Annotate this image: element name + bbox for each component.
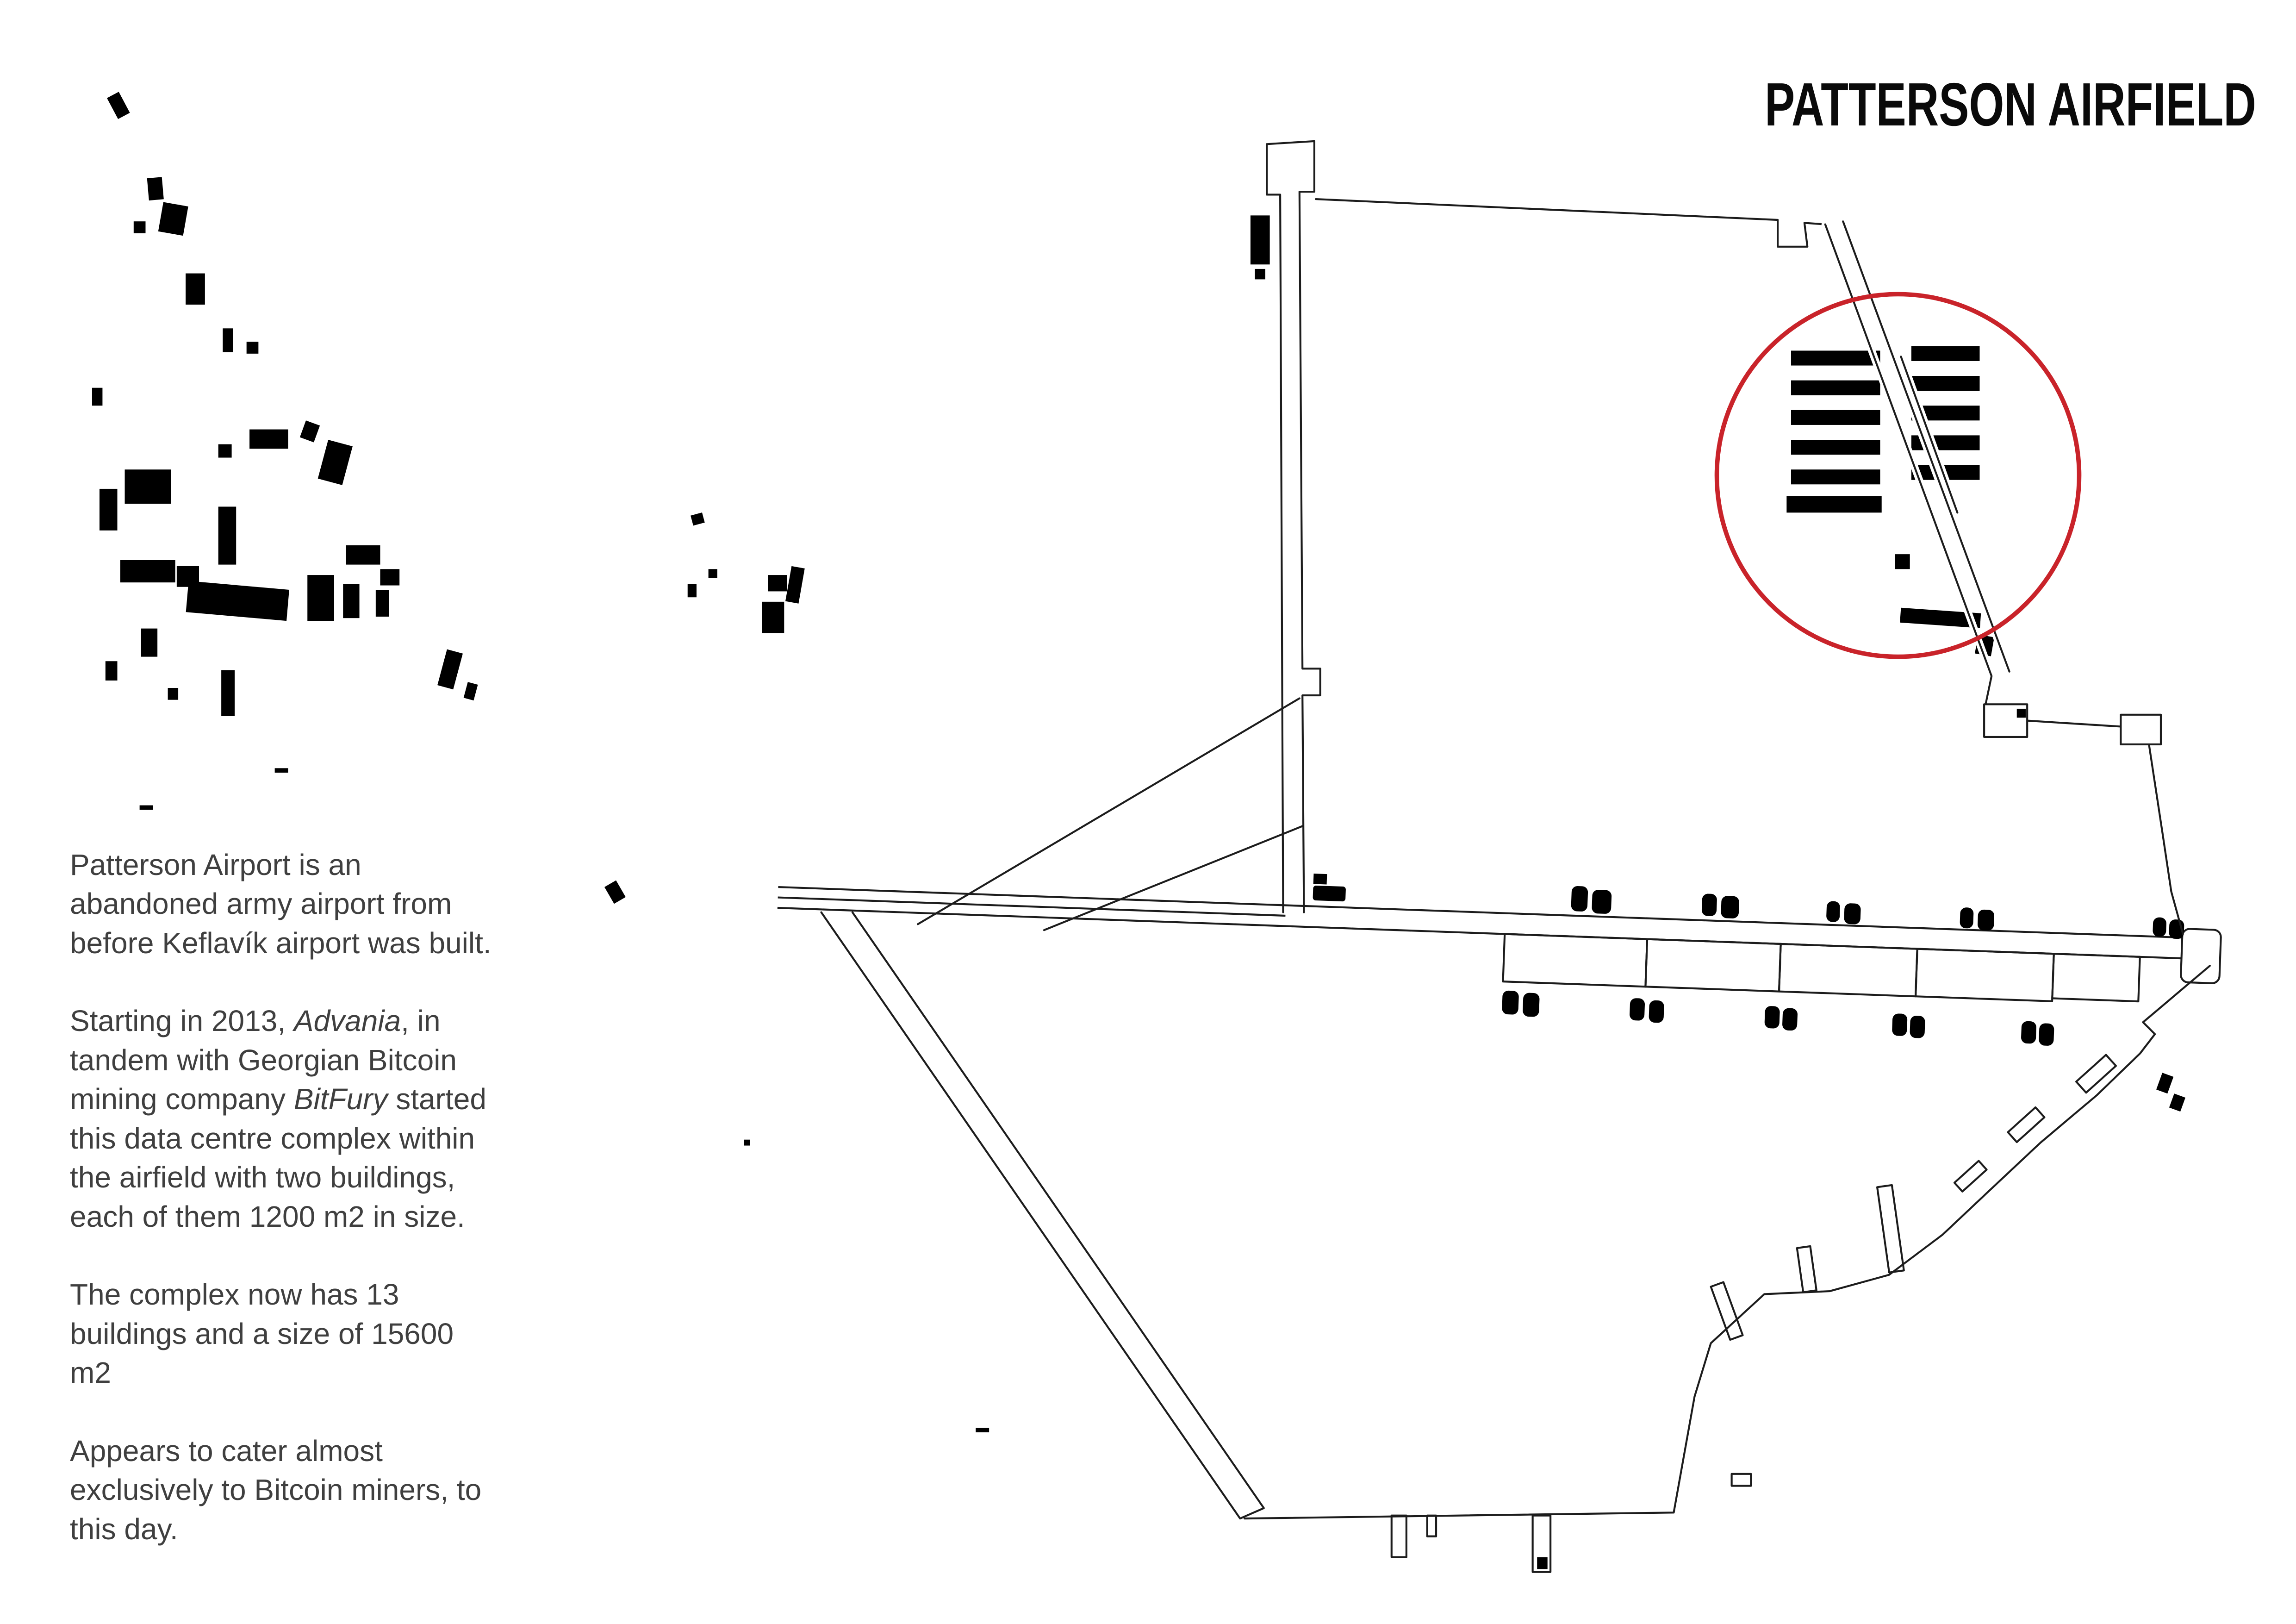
- north-road-left-edge: [1266, 143, 1284, 913]
- diagonal-runway: [820, 911, 1265, 1520]
- east-boundary-compounds: [1983, 675, 2184, 935]
- data-centre-buildings: [1786, 346, 2026, 718]
- pier: [2075, 1054, 2117, 1094]
- north-boundary: [1315, 198, 1826, 248]
- paragraph-airport-history: Patterson Airport is an abandoned army a…: [70, 848, 492, 960]
- main-runway-band: [777, 886, 2222, 1003]
- scattered-buildings: [604, 215, 1270, 1432]
- apron-bay: [1778, 943, 1918, 998]
- paragraph-advania-bitfury: Starting in 2013, Advania, in tandem wit…: [70, 1004, 486, 1233]
- small-enclosure: [1730, 1473, 1752, 1487]
- southeast-buildings: [1537, 1073, 2185, 1569]
- apron-bay: [1914, 948, 2055, 1002]
- north-road-right-edge: [1266, 140, 1321, 913]
- apron-bay: [1502, 933, 1649, 988]
- pier: [1390, 1514, 1407, 1558]
- paragraph-bitcoin-miners: Appears to cater almost exclusively to B…: [70, 1434, 482, 1546]
- apron-bay: [2051, 953, 2141, 1003]
- runway-stand-buildings: [1313, 874, 2184, 1046]
- pier: [1710, 1281, 1744, 1341]
- pier: [1876, 1184, 1905, 1274]
- connector-taxiway-2: [1043, 825, 1304, 931]
- pier: [1953, 1160, 1988, 1193]
- airfield-outline: [820, 140, 2211, 1573]
- army-base-buildings: [92, 92, 478, 810]
- pier: [1531, 1514, 1552, 1573]
- description-text: Patterson Airport is an abandoned army a…: [70, 845, 635, 1587]
- pier: [2007, 1106, 2046, 1143]
- pier: [1796, 1245, 1817, 1293]
- connector-taxiway-1: [917, 697, 1300, 925]
- apron-bay: [1644, 938, 1782, 993]
- page-title: PATTERSON AIRFIELD: [1765, 70, 2256, 138]
- highlight-circle: [1714, 292, 2082, 659]
- runway-east-tip: [2180, 928, 2222, 984]
- southeast-boundary: [1243, 965, 2211, 1520]
- runway-inner-edge: [778, 896, 1286, 917]
- paragraph-complex-size: The complex now has 13 buildings and a s…: [70, 1278, 454, 1390]
- pier: [1426, 1514, 1437, 1537]
- runway-top-edge: [778, 886, 2183, 939]
